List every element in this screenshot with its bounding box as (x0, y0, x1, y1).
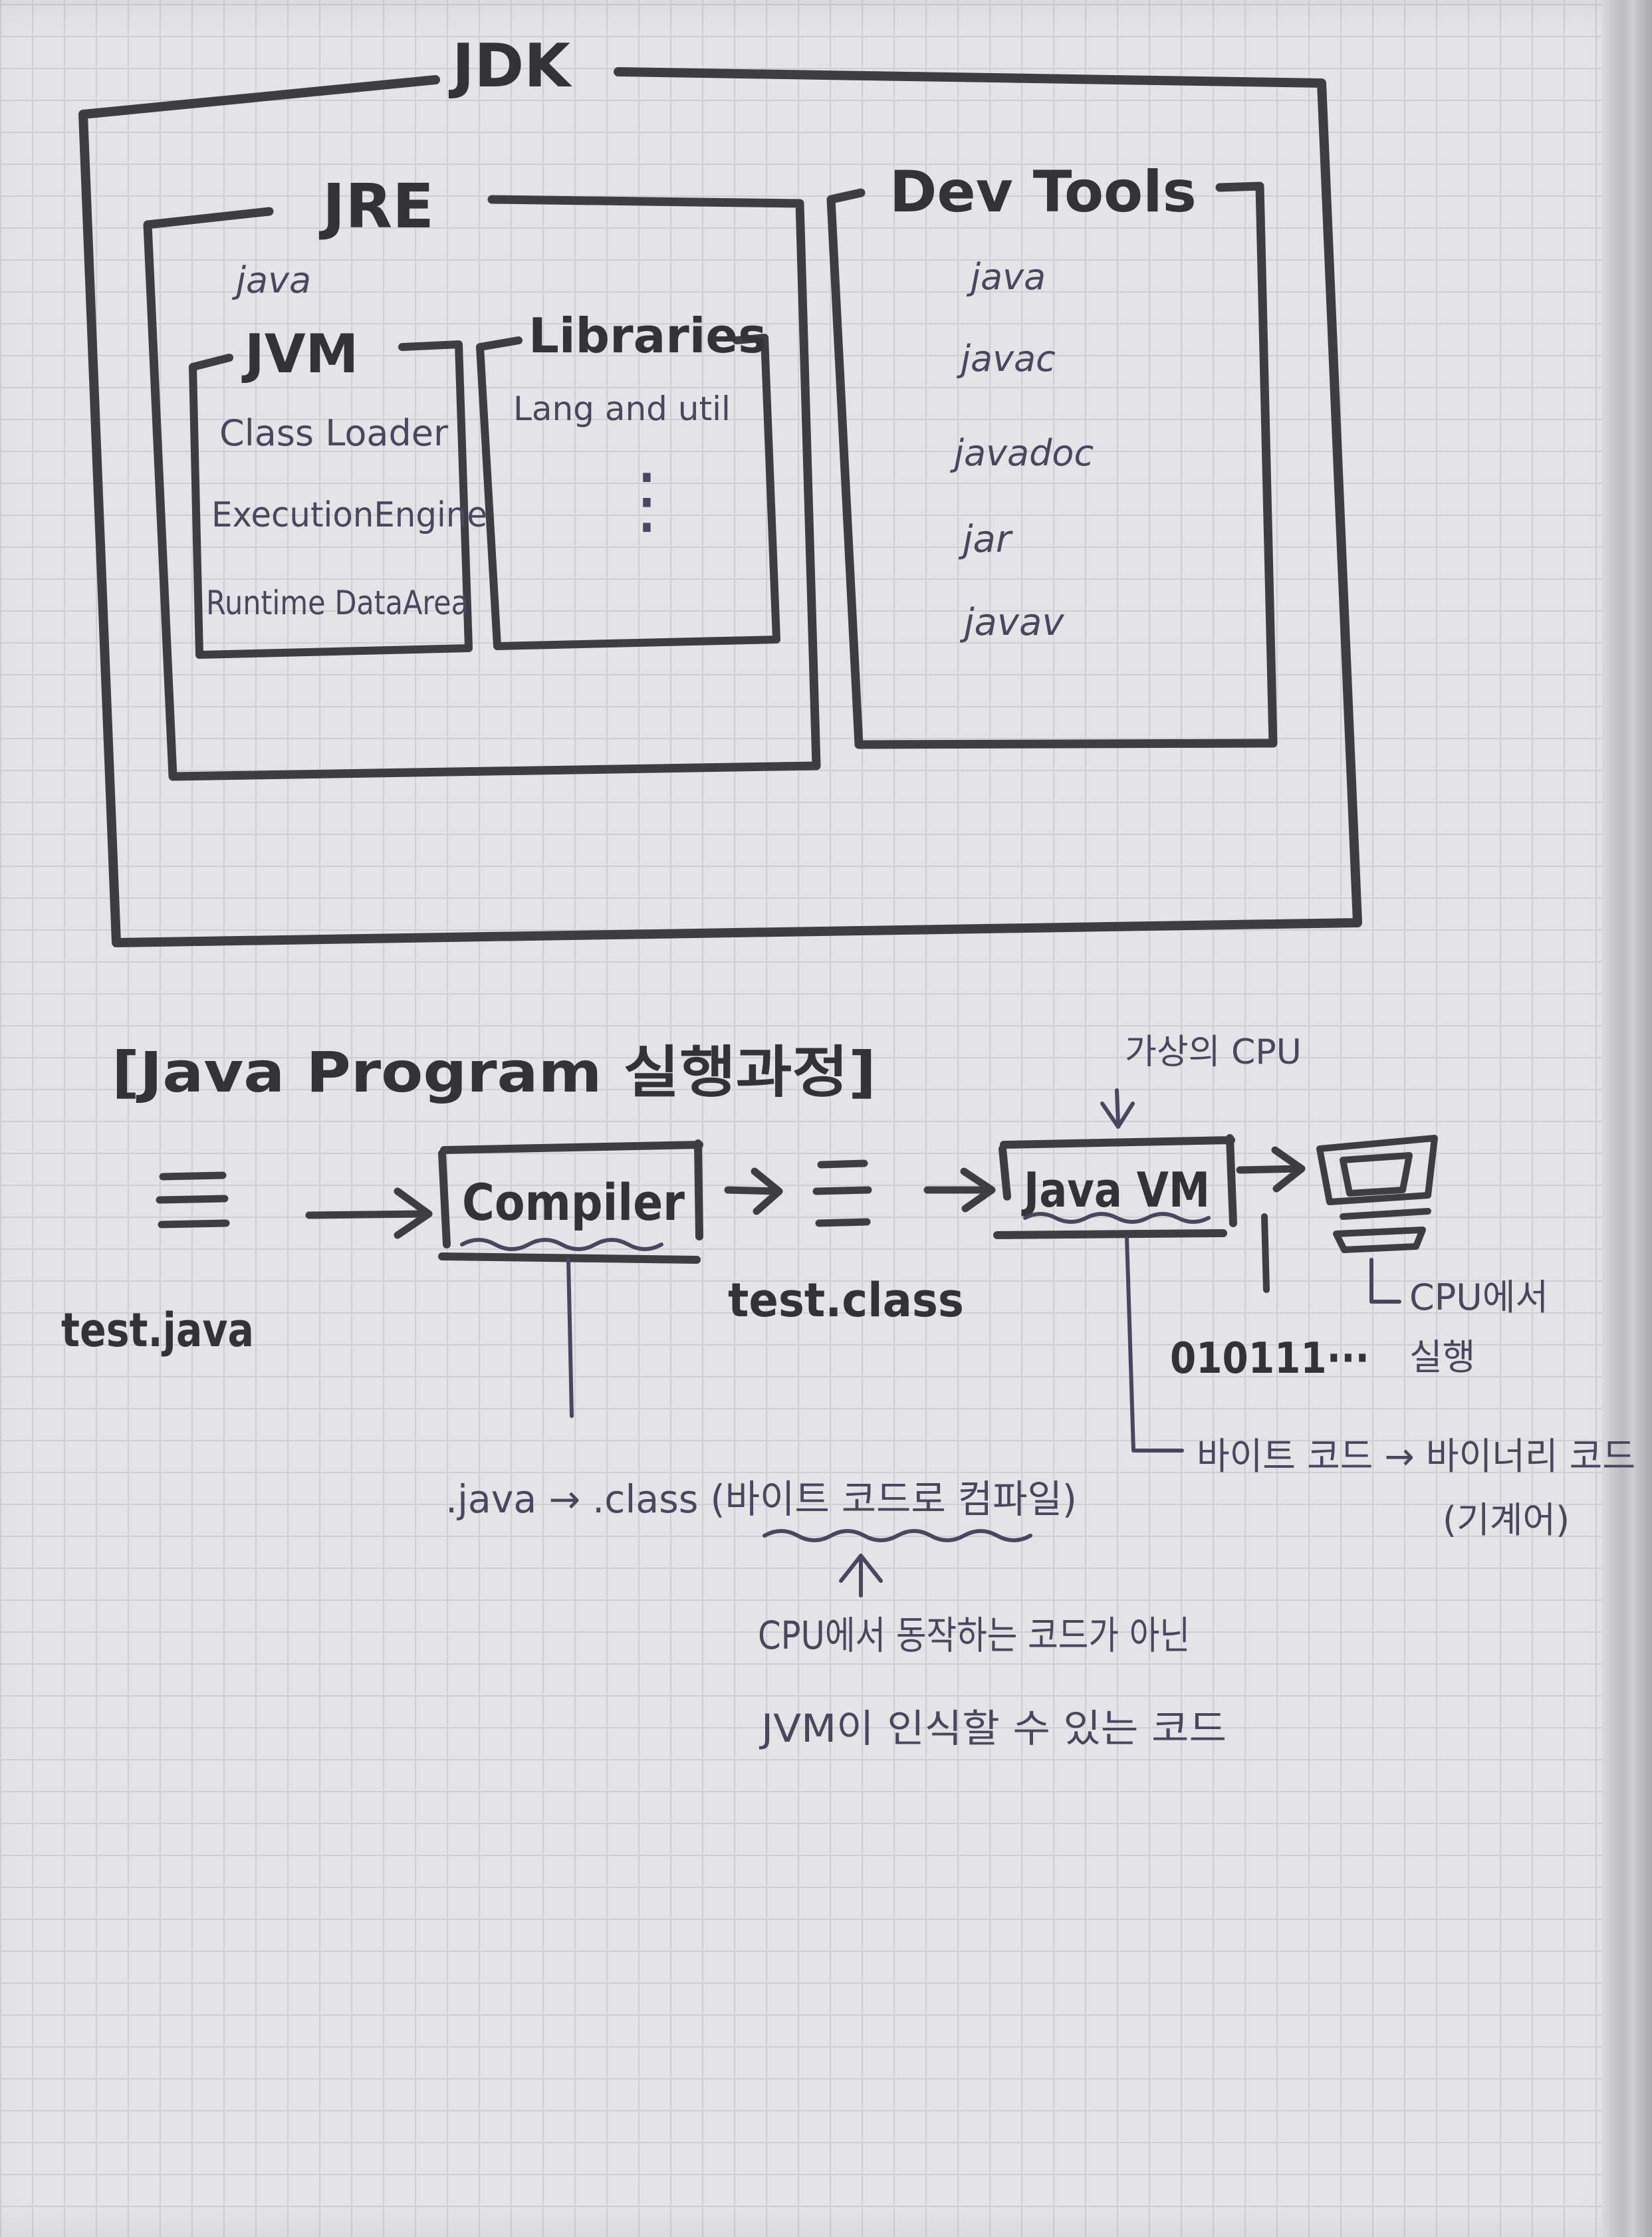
compile-note-underline-wave (763, 1529, 1032, 1542)
source-file-icon (156, 1171, 230, 1229)
dev-tool-java: java (966, 256, 1046, 298)
jdk-title: JDK (448, 31, 572, 101)
dev-tool-jar: jar (958, 518, 1013, 561)
computer-icon (1316, 1135, 1438, 1253)
binary-note-line2: (기계어) (1443, 1499, 1570, 1541)
binary-note-line1: 바이트 코드 → 바이너리 코드 (1197, 1435, 1635, 1478)
dev-tool-javac: javac (956, 338, 1056, 380)
virtual-cpu-arrow-icon (1100, 1088, 1135, 1129)
jvm-item-class-loader: Class Loader (219, 412, 449, 454)
process-section: [Java Program 실행과정] test.java Compiler t… (61, 1032, 1635, 1751)
arrow-to-class-icon (724, 1167, 783, 1215)
jdk-box-border (78, 67, 1362, 947)
libraries-more-dots: ⋮ (610, 457, 683, 542)
dev-tool-javav: javav (959, 601, 1064, 644)
compile-note: .java → .class (바이트 코드로 컴파일) (445, 1476, 1077, 1522)
jvm-item-runtime-data-area: Runtime DataArea (206, 584, 469, 622)
cpu-run-note-line1: CPU에서 (1409, 1276, 1548, 1318)
jre-box-border (143, 195, 821, 781)
binary-digits: 010111··· (1170, 1334, 1369, 1383)
notebook-page-edge (1602, 0, 1652, 2237)
binary-note-bracket-icon (1125, 1236, 1184, 1453)
cpu-run-note-line2: 실행 (1409, 1336, 1475, 1378)
compiler-label: Compiler (462, 1173, 685, 1232)
class-file-label: test.class (728, 1273, 964, 1328)
dev-tools-title: Dev Tools (889, 159, 1197, 225)
source-file-label: test.java (61, 1303, 254, 1357)
compiler-box: Compiler (438, 1139, 703, 1264)
bytecode-note-arrow-icon (839, 1554, 883, 1597)
compiler-box-border (438, 1139, 703, 1264)
jvm-box: JVM Class Loader ExecutionEngine Runtime… (189, 323, 487, 659)
java-vm-box: Java VM (993, 1134, 1237, 1239)
arrow-to-jvm-icon (923, 1167, 996, 1213)
java-vm-box-border (993, 1134, 1237, 1239)
compiler-down-line-icon (566, 1258, 574, 1418)
dev-tools-box: Dev Tools java javac javadoc jar javav (826, 159, 1278, 749)
jre-box: JRE java (143, 171, 821, 781)
bytecode-note-line1: CPU에서 동작하는 코드가 아닌 (758, 1613, 1190, 1658)
jre-title: JRE (318, 171, 434, 242)
libraries-box: Libraries Lang and util ⋮ (476, 308, 780, 650)
dev-tools-box-border (826, 181, 1278, 749)
virtual-cpu-note: 가상의 CPU (1125, 1032, 1302, 1072)
jvm-title: JVM (241, 323, 358, 385)
bytecode-note-line2: JVM이 인식할 수 있는 코드 (759, 1706, 1227, 1751)
class-file-icon (812, 1159, 872, 1227)
compiler-underline-wave (460, 1238, 663, 1251)
dev-tool-javadoc: javadoc (949, 432, 1094, 474)
jvm-item-execution-engine: ExecutionEngine (211, 495, 487, 535)
jvm-box-border (189, 340, 473, 659)
libraries-title: Libraries (529, 308, 767, 364)
process-title: [Java Program 실행과정] (112, 1040, 876, 1105)
java-vm-underline-wave (1023, 1212, 1211, 1224)
cpu-run-bracket-icon (1369, 1258, 1401, 1304)
output-tick-icon (1261, 1213, 1270, 1293)
java-vm-label: Java VM (1021, 1162, 1210, 1218)
libraries-item-lang-util: Lang and util (513, 390, 731, 428)
jre-java-label: java (231, 259, 311, 301)
arrow-to-compiler-icon (305, 1187, 433, 1239)
arrow-to-computer-icon (1236, 1146, 1306, 1193)
jdk-box: JDK (78, 31, 1362, 947)
libraries-box-border (476, 334, 780, 650)
